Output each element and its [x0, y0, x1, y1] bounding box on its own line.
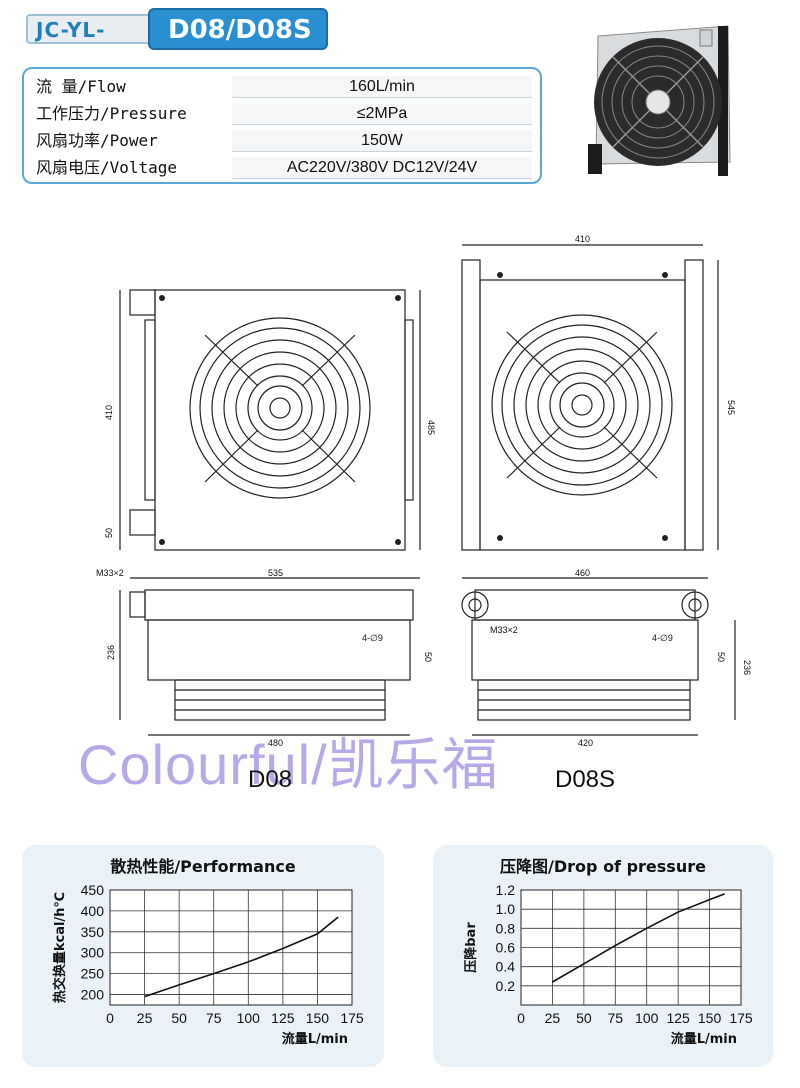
product-photo: [588, 25, 731, 176]
x-tick-label: 25: [545, 1010, 561, 1026]
y-tick-label: 300: [81, 945, 105, 961]
d08-front-view: [119, 289, 421, 551]
x-tick-label: 50: [576, 1010, 592, 1026]
x-tick-label: 175: [340, 1010, 364, 1026]
x-axis-label: 流量L/min: [282, 1031, 348, 1047]
performance-chart-title: 散热性能/Performance: [110, 857, 296, 876]
watermark: Colourful/凯乐福: [78, 733, 499, 796]
dim-d08-hole-offset: 50: [423, 652, 433, 662]
dim-d08-depth: 236: [106, 645, 116, 660]
d08s-side-view: [461, 577, 736, 736]
dim-d08s-width: 410: [575, 234, 590, 244]
dim-d08s-hole-offset: 50: [716, 652, 726, 662]
spec-value: AC220V/380V DC12V/24V: [232, 157, 532, 179]
performance-chart: 0 25 50 75 100 125 150 175 200 250 300 350 400 450 流量L…: [52, 882, 364, 1047]
spec-label: 工作压力/Pressure: [36, 104, 187, 123]
dim-d08-holes: 4-∅9: [362, 633, 383, 643]
pressure-chart-panel: 压降图/Drop of pressure 0 25 50 75 100 125 150 175…: [433, 845, 773, 1067]
x-tick-label: 0: [106, 1010, 114, 1026]
y-tick-label: 1.0: [496, 901, 516, 917]
spec-row: 工作压力/Pressure ≤2MPa: [32, 102, 537, 126]
model-label-d08: D08: [248, 766, 293, 793]
spec-value: 150W: [232, 130, 532, 152]
x-tick-label: 175: [729, 1010, 753, 1026]
dim-d08-thread: M33×2: [96, 568, 124, 578]
x-tick-label: 125: [271, 1010, 295, 1026]
model-box: D08/D08S: [148, 8, 328, 50]
dim-d08s-thread: M33×2: [490, 625, 518, 635]
y-tick-label: 0.4: [496, 959, 516, 975]
y-tick-label: 0.8: [496, 920, 516, 936]
d08s-front-view: [461, 244, 719, 551]
dim-d08s-holes: 4-∅9: [652, 633, 673, 643]
x-axis-label: 流量L/min: [671, 1031, 737, 1047]
model-name: D08/D08S: [168, 15, 312, 45]
plot-area: [109, 889, 353, 1006]
series-line: [552, 893, 725, 983]
model-badge: JC-YL- D08/D08S: [26, 8, 328, 50]
dim-d08-height: 410: [104, 405, 114, 420]
dim-d08-total: 485: [426, 420, 436, 435]
d08-side-view: [119, 577, 420, 736]
pressure-chart-title: 压降图/Drop of pressure: [500, 857, 706, 876]
y-axis-label: 压降bar: [463, 922, 479, 973]
x-tick-label: 125: [666, 1010, 690, 1026]
dim-d08-bottom: 50: [104, 528, 114, 538]
series-prefix: JC-YL-: [36, 18, 106, 42]
x-tick-label: 150: [306, 1010, 330, 1026]
spec-row: 流 量/Flow 160L/min: [32, 75, 537, 99]
x-tick-label: 100: [237, 1010, 261, 1026]
y-tick-label: 450: [81, 882, 105, 898]
y-tick-label: 0.2: [496, 978, 516, 994]
x-tick-label: 100: [635, 1010, 659, 1026]
x-tick-label: 150: [698, 1010, 722, 1026]
dim-d08-side-width: 535: [268, 568, 283, 578]
spec-table: 流 量/Flow 160L/min 工作压力/Pressure ≤2MPa 风扇…: [22, 67, 542, 184]
y-tick-label: 250: [81, 966, 105, 982]
y-tick-label: 350: [81, 924, 105, 940]
y-tick-label: 0.6: [496, 940, 516, 956]
spec-label: 风扇功率/Power: [36, 131, 158, 150]
y-tick-label: 400: [81, 903, 105, 919]
spec-label: 风扇电压/Voltage: [36, 158, 178, 177]
spec-label: 流 量/Flow: [36, 77, 126, 96]
dim-d08-base: 480: [268, 738, 283, 748]
dim-d08s-total: 545: [726, 400, 736, 415]
spec-row: 风扇功率/Power 150W: [32, 129, 537, 153]
x-tick-label: 0: [517, 1010, 525, 1026]
dim-d08s-side-width: 460: [575, 568, 590, 578]
performance-chart-panel: 散热性能/Performance 0 25 50 75 100 125 150 175 200 2…: [22, 845, 384, 1067]
x-tick-label: 25: [137, 1010, 153, 1026]
x-tick-label: 50: [171, 1010, 187, 1026]
spec-row: 风扇电压/Voltage AC220V/380V DC12V/24V: [32, 156, 537, 180]
technical-drawings: 410 485 50 410 545 M33×2 535 236 4-∅9 50…: [96, 234, 752, 748]
spec-value: 160L/min: [232, 76, 532, 98]
model-label-d08s: D08S: [555, 766, 616, 793]
pressure-chart: 0 25 50 75 100 125 150 175 0.2 0.4 0.6 0.8 1.0 1.2 流量L…: [463, 882, 753, 1047]
x-tick-label: 75: [607, 1010, 623, 1026]
y-axis-label: 热交换量kcal/h℃: [52, 892, 68, 1003]
series-line: [144, 916, 339, 998]
dim-d08s-base: 420: [578, 738, 593, 748]
y-tick-label: 200: [81, 987, 105, 1003]
dim-d08s-depth: 236: [742, 660, 752, 675]
spec-value: ≤2MPa: [232, 103, 532, 125]
y-tick-label: 1.2: [496, 882, 516, 898]
x-tick-label: 75: [206, 1010, 222, 1026]
